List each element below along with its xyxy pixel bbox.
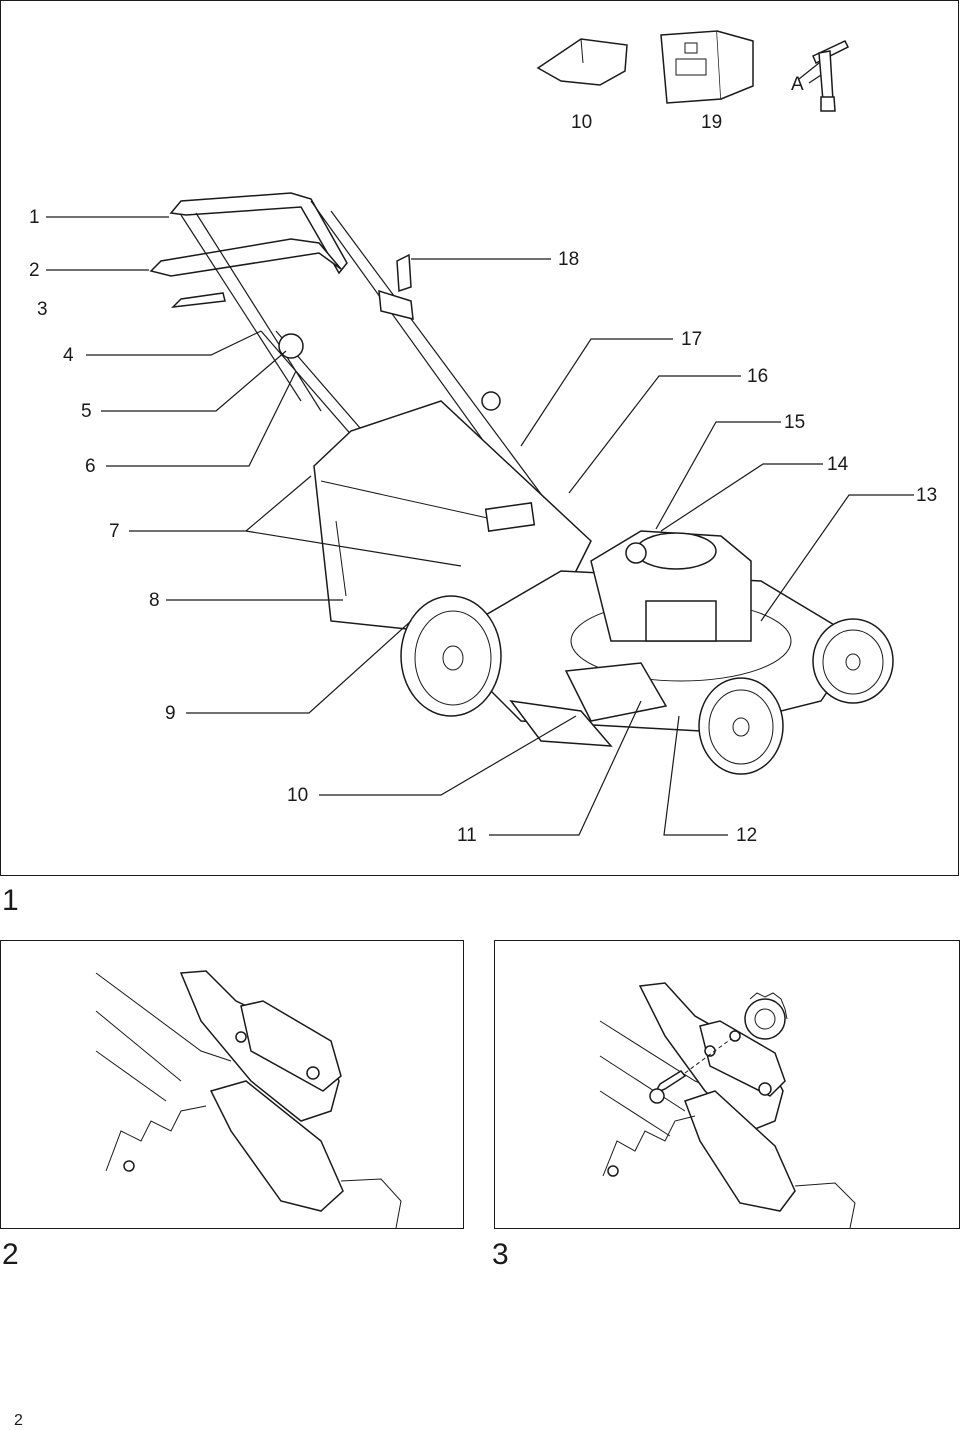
callout-11: 11 [457, 825, 477, 846]
callout-2: 2 [29, 260, 40, 281]
mulch-plug-accessory [660, 30, 754, 104]
page-number: 2 [14, 1412, 23, 1429]
accessory-label-a: A [791, 74, 804, 95]
rear-wheel [400, 595, 502, 717]
callout-3: 3 [37, 299, 48, 320]
figure-1-drawing [46, 30, 914, 836]
grass-deflector-accessory [536, 38, 628, 86]
front-wheel-left [698, 677, 784, 775]
callout-6: 6 [85, 456, 96, 477]
accessory-label-19: 19 [701, 112, 723, 133]
callout-13: 13 [916, 485, 938, 506]
figure-3-drawing [599, 982, 856, 1228]
figure-2-drawing [95, 970, 402, 1228]
callout-17: 17 [681, 329, 703, 350]
callout-18: 18 [558, 249, 580, 270]
figure-3-number: 3 [492, 1238, 509, 1271]
figure-1-number: 1 [2, 884, 19, 917]
callout-1: 1 [29, 207, 40, 228]
callout-15: 15 [784, 412, 806, 433]
callout-16: 16 [747, 366, 769, 387]
figure-1-panel: 10 19 A 1 2 3 4 5 6 7 8 9 10 11 12 13 14… [0, 0, 959, 876]
callout-12: 12 [736, 825, 758, 846]
callout-14: 14 [827, 454, 849, 475]
callout-10: 10 [287, 785, 309, 806]
callout-5: 5 [81, 401, 92, 422]
lawn-mower-drawing [149, 192, 894, 775]
callout-4: 4 [63, 345, 74, 366]
callout-leaders [46, 216, 914, 836]
accessory-label-10: 10 [571, 112, 593, 133]
callout-7: 7 [109, 521, 120, 542]
callout-9: 9 [165, 703, 176, 724]
callout-8: 8 [149, 590, 160, 611]
figure-2-panel [0, 940, 464, 1229]
spark-plug-wrench-accessory [798, 40, 850, 112]
figure-2-number: 2 [2, 1238, 19, 1271]
front-wheel-right [812, 618, 894, 704]
figure-3-panel [494, 940, 960, 1229]
